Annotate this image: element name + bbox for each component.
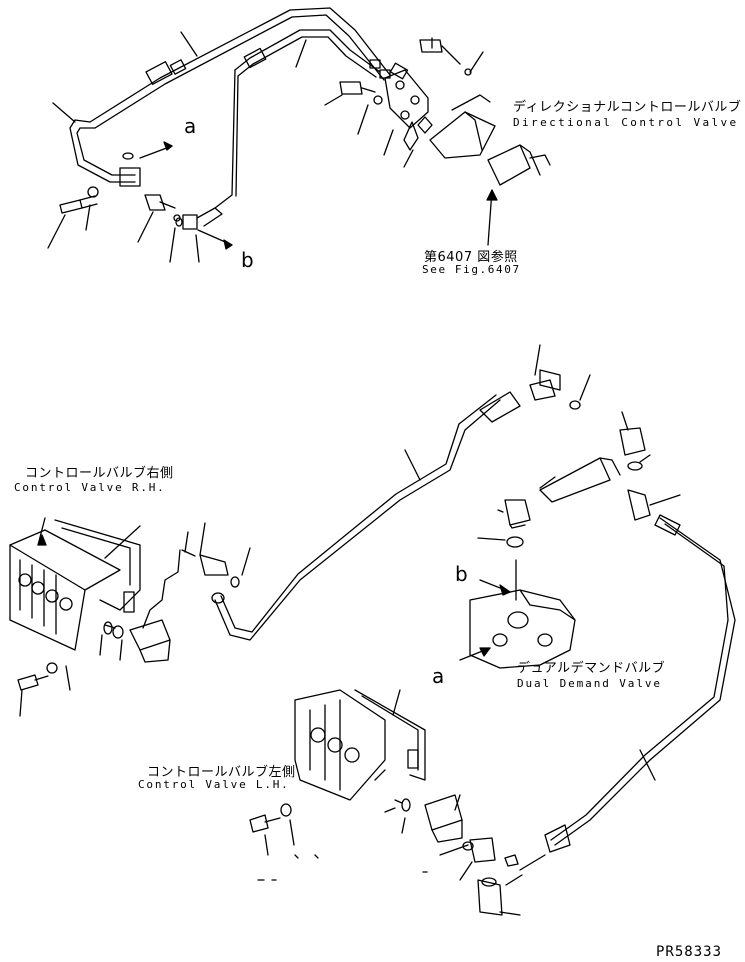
- control-valve-rh-label-jp: コントロールバルブ右側: [25, 466, 174, 481]
- directional-valve-label-jp: ディレクショナルコントロールバルブ: [513, 100, 742, 115]
- control-valve-lh-label-en: Control Valve L.H.: [138, 778, 290, 791]
- control-valve-rh: [10, 518, 180, 716]
- right-hose: [520, 515, 735, 870]
- ref-b-top: b: [241, 248, 254, 272]
- control-valve-lh: [250, 690, 522, 915]
- see-fig-label-jp: 第6407 図参照: [424, 250, 518, 265]
- drawing-code: PR58333: [656, 944, 723, 960]
- ref-b-dual: b: [455, 562, 468, 586]
- dual-demand-label-jp: デュアルデマンドバルブ: [517, 661, 666, 676]
- control-valve-rh-label-en: Control Valve R.H.: [14, 481, 166, 494]
- control-valve-lh-label-jp: コントロールバルブ左側: [147, 765, 296, 780]
- main-hose-center: [182, 380, 555, 640]
- see-fig-label-en: See Fig.6407: [422, 263, 521, 276]
- dual-demand-label-en: Dual Demand Valve: [517, 677, 662, 690]
- top-hose-assembly: [48, 8, 550, 262]
- dual-demand-valve: [460, 345, 680, 668]
- directional-valve-label-en: Directional Control Valve: [513, 116, 739, 129]
- ref-a-dual: a: [432, 664, 445, 688]
- ref-a-top: a: [184, 114, 197, 138]
